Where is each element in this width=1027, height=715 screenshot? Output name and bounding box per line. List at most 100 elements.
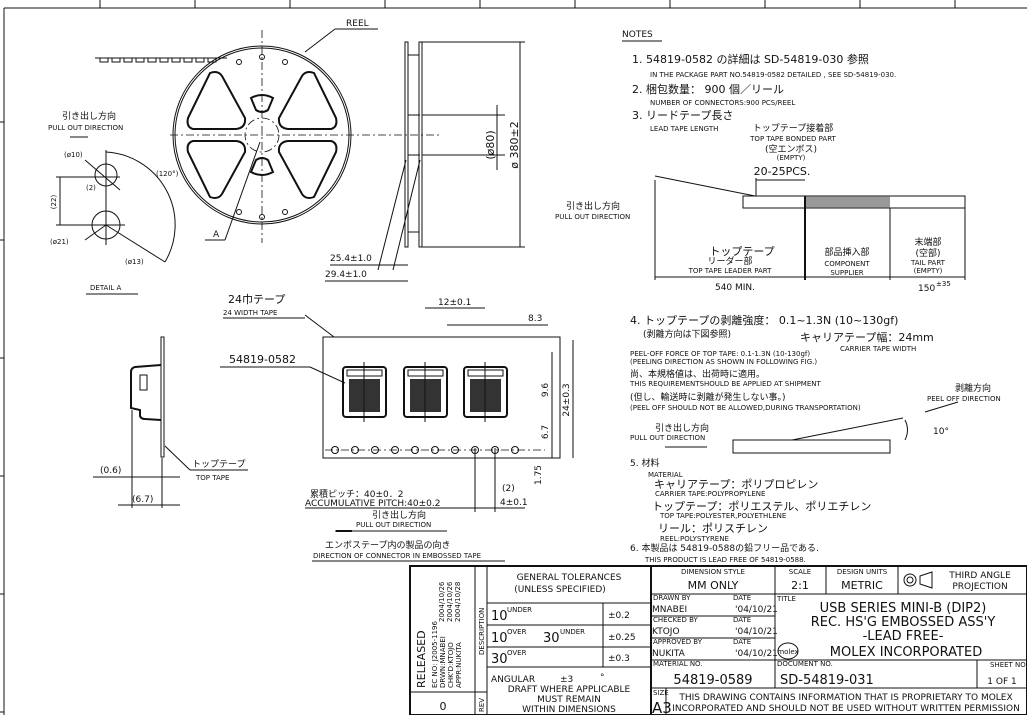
scale: 2:1 [791, 579, 809, 592]
part-number: 54819-0582 [229, 353, 296, 366]
dim-6-7: (6.7) [132, 495, 153, 505]
note-4-jp4: (但し、輸送時に剥離が発生しない事。) [630, 391, 786, 403]
dim-6-7: 6.7 [541, 425, 551, 439]
rev-date: 2004/10/26 [446, 581, 454, 622]
rev-line: APPR:NUKITA [455, 642, 463, 688]
tape-side-section: (0.6) (6.7) トップテープ TOP TAPE [93, 336, 248, 508]
size-label: SIZE [653, 689, 669, 697]
bond-jp: トップテープ接着部 [753, 122, 833, 134]
document-no: SD-54819-031 [780, 673, 874, 688]
component-en1: COMPONENT [824, 260, 870, 268]
sheet-no: 1 OF 1 [987, 677, 1016, 687]
material-3-en: REEL:POLYSTYRENE [660, 535, 729, 543]
drawn-by: MNABEI [652, 605, 687, 615]
dim-4: 4±0.1 [500, 498, 528, 508]
material-1-jp: キャリアテープ：ポリプロピレン [654, 478, 818, 491]
projection-line-1: THIRD ANGLE [948, 571, 1011, 581]
note-5-en: MATERIAL [648, 471, 683, 479]
detail-a-ref: A [213, 230, 220, 240]
leader-jp1: トップテープ [709, 245, 774, 258]
width-29-4: 29.4±1.0 [325, 270, 367, 280]
dim-9-6: 9.6 [541, 383, 551, 398]
dim-2: (2) [502, 484, 515, 494]
sprocket-hole [331, 446, 339, 454]
draft-line-3: WITHIN DIMENSIONS [522, 705, 616, 715]
angular-label: ANGULAR [491, 675, 535, 685]
top-tape-en: TOP TAPE [195, 474, 229, 482]
pull-out-en: PULL OUT DIRECTION [555, 213, 630, 221]
title-line-1: USB SERIES MINI-B (DIP2) [820, 601, 987, 616]
direction-en: DIRECTION OF CONNECTOR IN EMBOSSED TAPE [313, 552, 481, 560]
sprocket-hole [351, 446, 359, 454]
pull-out-en: PULL OUT DIRECTION [48, 124, 123, 132]
tol-from-qualifier: OVER [507, 628, 527, 636]
title-label: TITLE [776, 595, 796, 603]
rev-line: DRWN:MNABEI [439, 636, 447, 688]
detail-a: 引き出し方向 PULL OUT DIRECTION (ø10) (22) (2)… [48, 110, 179, 295]
note-3-en: LEAD TAPE LENGTH [650, 125, 718, 133]
rev-date: 2004/10/26 [438, 581, 446, 622]
peel-direction-en: PEEL OFF DIRECTION [927, 395, 1001, 403]
peel-direction-jp: 剥離方向 [955, 382, 991, 394]
title-line-3: -LEAD FREE- [863, 629, 944, 644]
angular-value: ±3 [560, 675, 573, 685]
material-3-jp: リール：ポリスチレン [658, 522, 768, 535]
pull-out-jp: 引き出し方向 [62, 110, 116, 122]
tol-from: 10 [491, 631, 508, 646]
pull-out2-jp: 引き出し方向 [655, 422, 709, 434]
proprietary-line-2: INCORPORATED AND SHOULD NOT BE USED WITH… [672, 704, 1020, 714]
approved-by: NUKITA [652, 649, 686, 659]
approved-date: '04/10/21 [735, 649, 778, 659]
note-4-en4: (PEEL OFF SHOULD NOT BE ALLOWED,DURING T… [630, 404, 861, 412]
dim-8-3: 8.3 [528, 314, 542, 324]
dim-d10: (ø10) [64, 151, 83, 159]
sprocket-hole [431, 446, 439, 454]
rev-label: REV [478, 698, 486, 712]
leader-en: TOP TAPE LEADER PART [688, 267, 773, 275]
top-tape-jp: トップテープ [192, 459, 245, 470]
dim-d13: (ø13) [125, 258, 144, 266]
drawn-by-label: DRAWN BY [653, 594, 691, 602]
dim-pitch-12: 12±0.1 [438, 298, 471, 308]
material-no: 54819-0589 [673, 673, 752, 688]
design-units: METRIC [841, 579, 883, 592]
angle-10: 10° [933, 427, 949, 437]
notes: NOTES 1. 54819-0582 の詳細は SD-54819-030 参照… [555, 30, 1001, 564]
dimension-style-label: DIMENSION STYLE [681, 568, 745, 576]
design-units-label: DESIGN UNITS [837, 568, 888, 576]
carrier-width-jp: キャリアテープ幅：24mm [800, 331, 934, 344]
scale-label: SCALE [789, 568, 811, 576]
material-no-label: MATERIAL NO. [653, 660, 703, 668]
tail-jp2: (空部) [915, 247, 940, 259]
note-4-en1: PEEL-OFF FORCE OF TOP TAPE: 0.1-1.3N (10… [630, 350, 810, 358]
sprocket-hole [391, 446, 399, 454]
material-2-en: TOP TAPE:POLYESTER,POLYETHLENE [659, 512, 786, 520]
tail-length: 150 [918, 284, 935, 294]
proprietary-line-1: THIS DRAWING CONTAINS INFORMATION THAT I… [678, 693, 1012, 703]
material-1-en: CARRIER TAPE:POLYPROPYLENE [655, 490, 765, 498]
tol-value: ±0.25 [608, 633, 636, 643]
dim-2: (2) [86, 184, 96, 192]
rev-value: 0 [440, 700, 447, 713]
tail-en1: TAIL PART [910, 259, 946, 267]
dia-80: (ø80) [484, 130, 497, 159]
tol-to: 30 [543, 631, 560, 646]
third-angle-projection-icon [903, 571, 933, 589]
leader-length: 540 MIN. [715, 283, 755, 293]
direction-jp: エンボステープ内の製品の向き [325, 539, 450, 551]
molex-logo: molex [777, 648, 798, 656]
acc-pitch-en: ACCUMULATIVE PITCH:40±0.2 [305, 499, 440, 509]
angular-unit: ° [600, 673, 605, 683]
note-4-jp3: 尚、本規格値は、出荷時に適用。 [630, 368, 765, 380]
material-2-jp: トップテープ：ポリエステル、ポリエチレン [652, 500, 871, 513]
note-1-en: IN THE PACKAGE PART NO.54819-0582 DETAIL… [650, 71, 896, 79]
date-label: DATE [733, 638, 751, 646]
pull-out-jp: 引き出し方向 [372, 509, 426, 521]
note-4-en2: (PEELING DIRECTION AS SHOWN IN FOLLOWING… [630, 358, 817, 366]
leader-jp2: リーダー部 [707, 255, 752, 267]
note-2-en: NUMBER OF CONNECTORS:900 PCS/REEL [650, 99, 795, 107]
note-4-jp: 4. トップテープの剥離強度： 0.1~1.3N (10~130gf) [630, 313, 898, 327]
tail-en2: (EMPTY) [914, 267, 943, 275]
